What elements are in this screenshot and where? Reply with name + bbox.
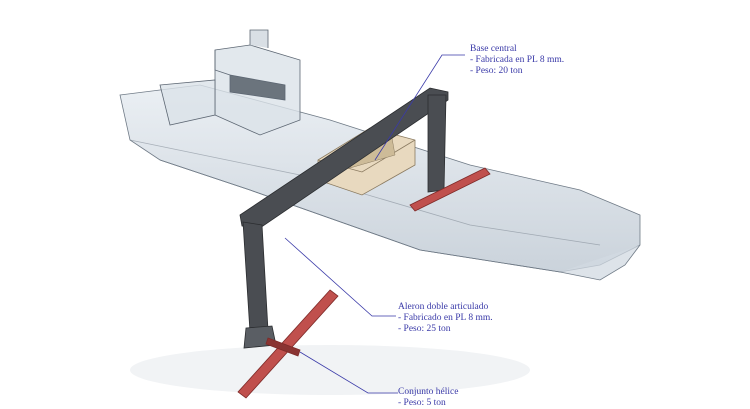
leader-aleron <box>284 237 396 317</box>
label-helice: Conjunto hélice - Peso: 5 ton <box>398 387 458 409</box>
propeller-assembly <box>237 167 491 399</box>
leader-lines <box>284 54 465 394</box>
label-aleron: Aleron doble articulado - Fabricado en P… <box>398 302 493 335</box>
label-line: - Peso: 25 ton <box>398 324 451 334</box>
label-line: - Fabricado en PL 8 mm. <box>398 313 493 323</box>
label-line: - Fabricada en PL 8 mm. <box>470 55 565 65</box>
leader-helice <box>299 351 398 394</box>
label-line: - Peso: 20 ton <box>470 66 523 76</box>
bridge-superstructure <box>159 29 301 136</box>
label-title: Conjunto hélice <box>398 387 459 397</box>
leader-base-central <box>374 54 465 161</box>
ship-diagram <box>119 29 641 399</box>
label-title: Base central <box>470 44 517 54</box>
label-title: Aleron doble articulado <box>398 302 489 312</box>
label-base-central: Base central - Fabricada en PL 8 mm. - P… <box>470 44 564 77</box>
